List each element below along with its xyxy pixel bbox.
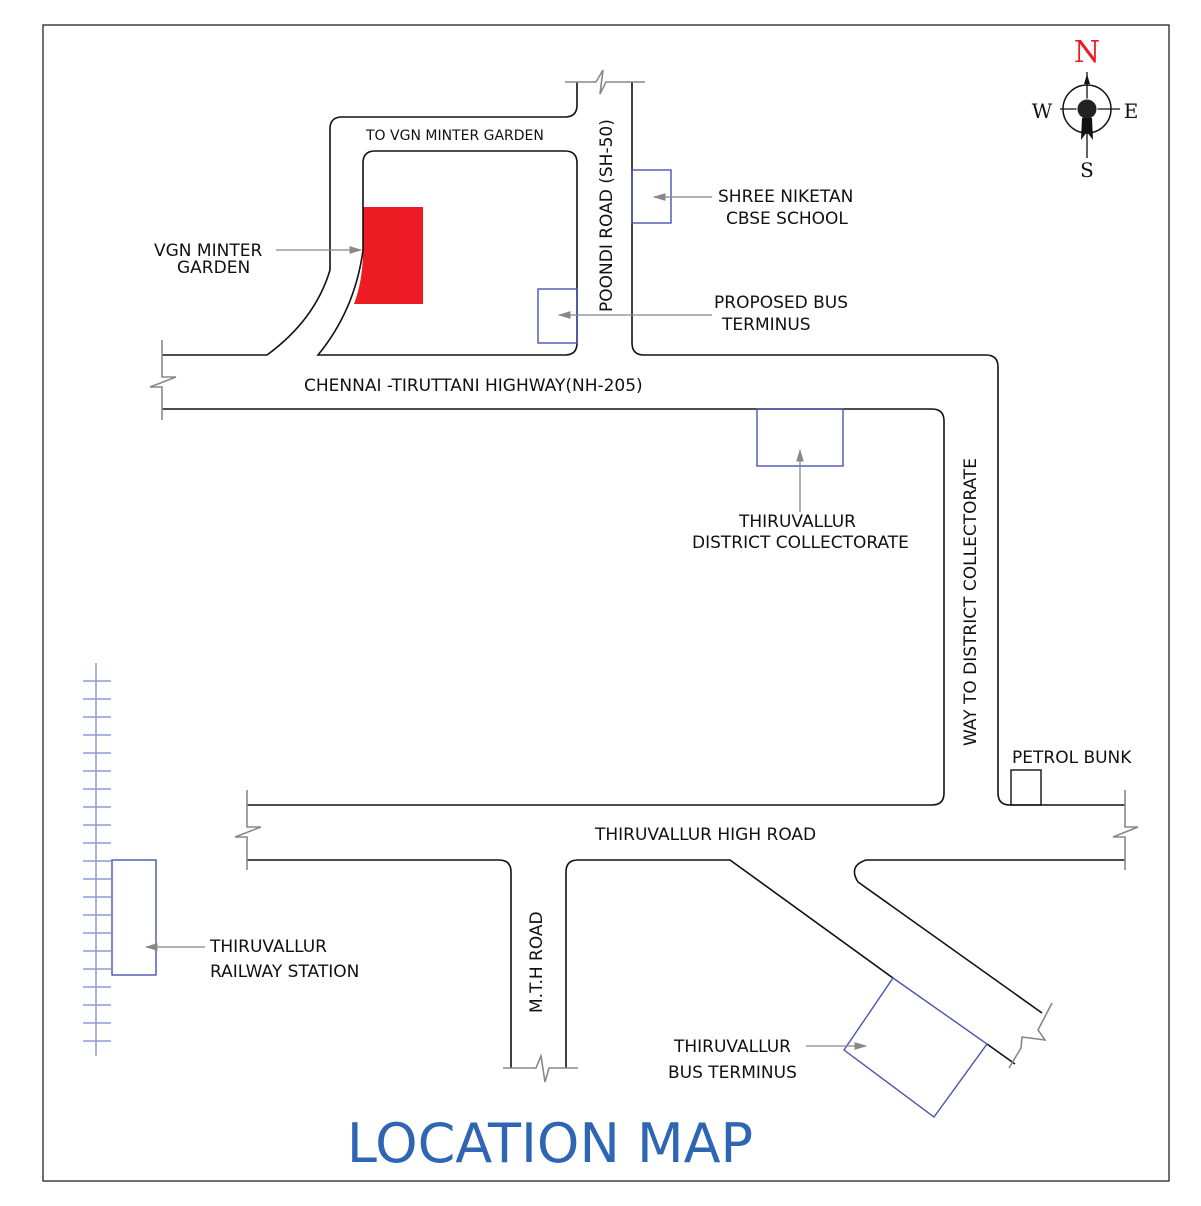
school-label-line1: SHREE NIKETAN	[718, 187, 853, 207]
railway-station-box	[111, 859, 157, 976]
road-label-high-road: THIRUVALLUR HIGH ROAD	[594, 825, 816, 845]
road-network	[162, 82, 1125, 1068]
site-label-line1: VGN MINTER	[154, 241, 262, 261]
road-break-symbols	[149, 69, 1139, 1083]
collectorate-label-line1: THIRUVALLUR	[738, 512, 856, 532]
site-label-line2: GARDEN	[177, 258, 250, 278]
railway-label-line2: RAILWAY STATION	[210, 962, 359, 982]
road-label-poondi: POONDI ROAD (SH-50)	[597, 119, 617, 312]
road-label-vgn-access: TO VGN MINTER GARDEN	[365, 128, 544, 144]
proposed-bus-terminus-box	[537, 288, 578, 344]
leader-arrows	[144, 193, 868, 1050]
petrol-bunk-label: PETROL BUNK	[1012, 748, 1132, 768]
petrol-bunk-box	[1010, 769, 1042, 806]
compass-west: W	[1032, 99, 1053, 123]
railway-label-line1: THIRUVALLUR	[209, 937, 327, 957]
map-frame	[42, 24, 1170, 1182]
bus-terminus-label-line2: BUS TERMINUS	[668, 1063, 797, 1083]
compass-east: E	[1124, 99, 1139, 123]
bus-terminus-box	[843, 977, 988, 1118]
compass-rose-icon: N S E W	[1032, 35, 1139, 182]
compass-south: S	[1080, 158, 1094, 182]
road-label-mth: M.T.H ROAD	[527, 911, 547, 1013]
proposed-bus-label-line2: TERMINUS	[721, 315, 811, 335]
road-label-highway: CHENNAI -TIRUTTANI HIGHWAY(NH-205)	[304, 376, 643, 396]
road-label-collectorate-way: WAY TO DISTRICT COLLECTORATE	[961, 458, 981, 746]
bus-terminus-label-line1: THIRUVALLUR	[673, 1037, 791, 1057]
compass-north: N	[1074, 35, 1100, 70]
collectorate-label-line2: DISTRICT COLLECTORATE	[692, 533, 909, 553]
school-label-line2: CBSE SCHOOL	[726, 209, 848, 229]
vgn-minter-garden-site	[354, 207, 423, 304]
railway-track	[83, 663, 111, 1056]
map-title: LOCATION MAP	[347, 1112, 753, 1175]
proposed-bus-label-line1: PROPOSED BUS	[714, 293, 848, 313]
